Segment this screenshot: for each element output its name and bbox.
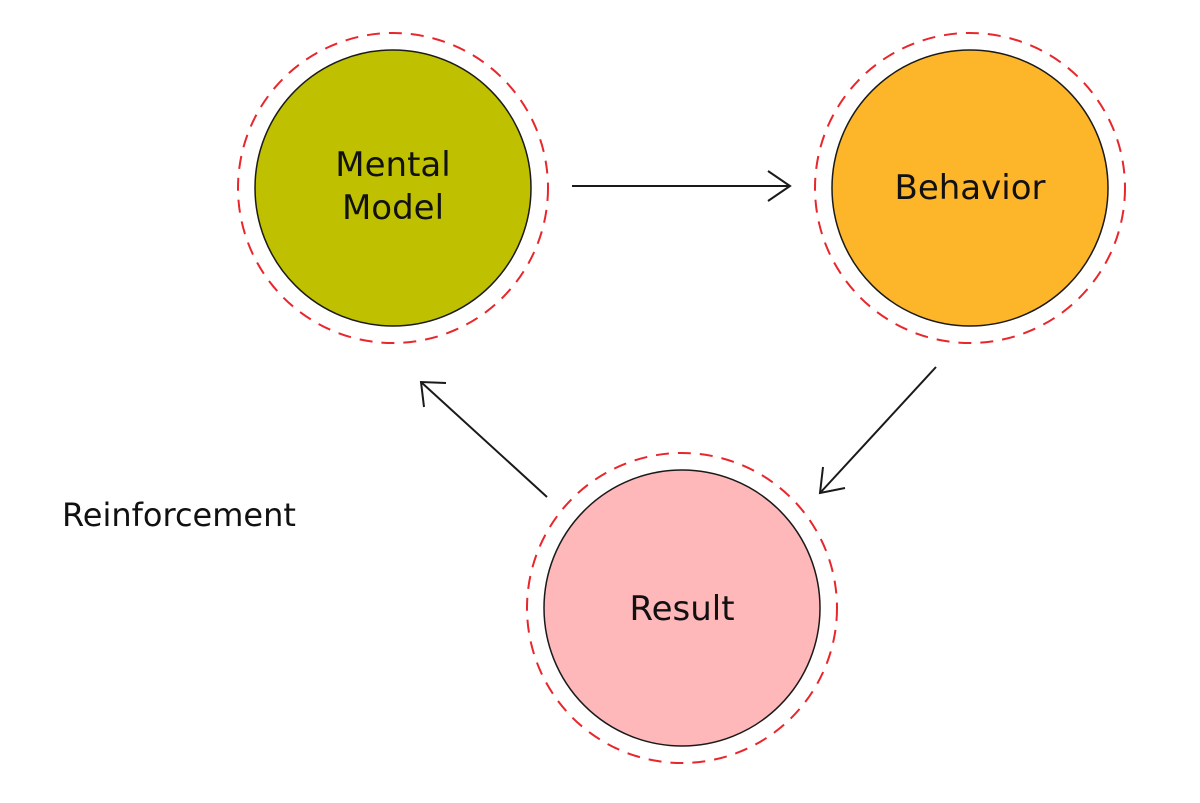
result-circle xyxy=(543,469,821,747)
behavior-label: Behavior xyxy=(895,168,1046,208)
mental-model-label-line2: Model xyxy=(342,188,444,228)
arrow-behavior-to-result xyxy=(818,366,937,495)
mental-model-label-line1: Mental xyxy=(335,145,450,185)
arrow-head xyxy=(767,170,792,202)
arrow-head xyxy=(419,380,447,408)
node-result: Result xyxy=(526,452,838,764)
arrow-head xyxy=(818,466,846,495)
arrow-shaft xyxy=(420,381,548,498)
arrow-result-to-mental-model xyxy=(419,380,548,498)
arrow-mental-model-to-behavior xyxy=(572,170,792,202)
mental-model-circle xyxy=(254,49,532,327)
reinforcement-label: Reinforcement xyxy=(62,496,296,534)
behavior-circle xyxy=(831,49,1109,327)
node-mental-model: Mental Model xyxy=(237,32,549,344)
behavior-dashed-ring xyxy=(814,32,1126,344)
result-dashed-ring xyxy=(526,452,838,764)
mental-model-dashed-ring xyxy=(237,32,549,344)
result-label: Result xyxy=(629,589,734,629)
node-behavior: Behavior xyxy=(814,32,1126,344)
arrow-shaft xyxy=(819,366,937,494)
